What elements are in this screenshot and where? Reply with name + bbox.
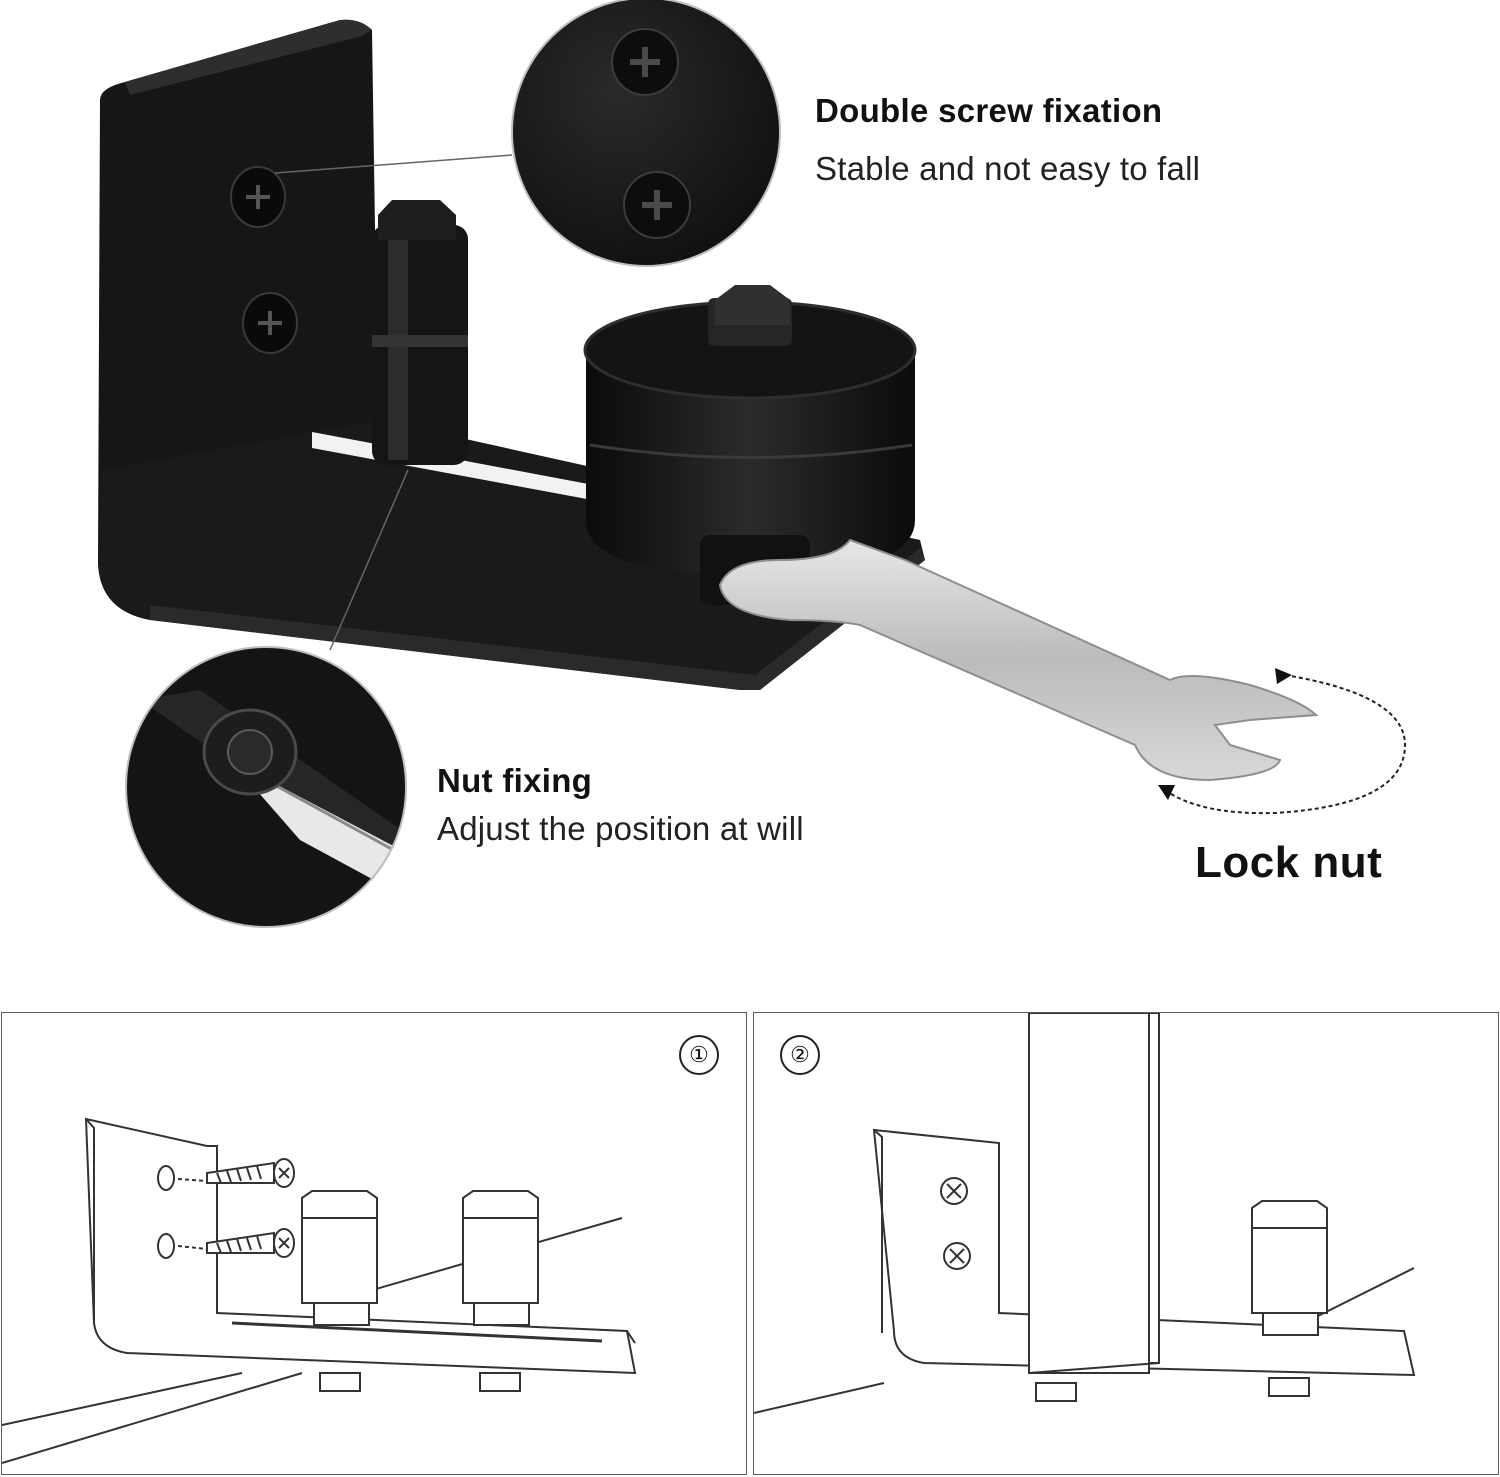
leader-line-nut xyxy=(329,469,409,651)
callout-nut-fixing-title: Nut fixing xyxy=(437,762,593,799)
install-step-1-panel: ① xyxy=(1,1012,747,1475)
wall-floor-line xyxy=(2,1372,243,1426)
plate-screw-lower xyxy=(242,292,298,354)
zoom-circle-nut xyxy=(125,646,407,928)
step-2-badge: ② xyxy=(780,1035,820,1075)
zoom-screw-lower xyxy=(623,171,691,239)
install-screw-lower xyxy=(206,1228,295,1258)
leader-line-screw xyxy=(274,154,513,174)
plate-screw-upper xyxy=(230,166,286,228)
screw-hole-lower xyxy=(157,1233,175,1259)
product-illustration xyxy=(98,0,1407,928)
wrench xyxy=(718,538,1319,782)
callout-lock-nut: Lock nut xyxy=(1195,838,1383,887)
callout-nut-fixing-subtitle: Adjust the position at will xyxy=(437,810,804,847)
screw-hole-upper xyxy=(157,1165,175,1191)
install-step-1-drawing xyxy=(2,1117,637,1464)
fixed-screw-lower xyxy=(943,1242,971,1270)
install-screw-upper xyxy=(206,1158,295,1188)
zoom-circle-screws xyxy=(511,0,781,267)
guide-pin xyxy=(372,200,468,465)
roller-post-2 xyxy=(462,1190,539,1392)
install-step-2-drawing xyxy=(754,1013,1416,1414)
roller-post-3 xyxy=(1251,1200,1328,1397)
step-1-badge: ① xyxy=(679,1035,719,1075)
zoom-screw-upper xyxy=(611,28,679,96)
callout-double-screw-title: Double screw fixation xyxy=(815,92,1163,129)
install-step-2-panel: ② xyxy=(753,1012,1499,1475)
zoom-nut xyxy=(202,708,298,796)
fixed-screw-upper xyxy=(940,1177,968,1205)
roller-wheel xyxy=(583,285,917,605)
door-panel xyxy=(1028,1013,1160,1374)
roller-post-1 xyxy=(301,1190,378,1392)
callout-double-screw-subtitle: Stable and not easy to fall xyxy=(815,150,1201,187)
rotation-arrow xyxy=(1158,668,1407,815)
